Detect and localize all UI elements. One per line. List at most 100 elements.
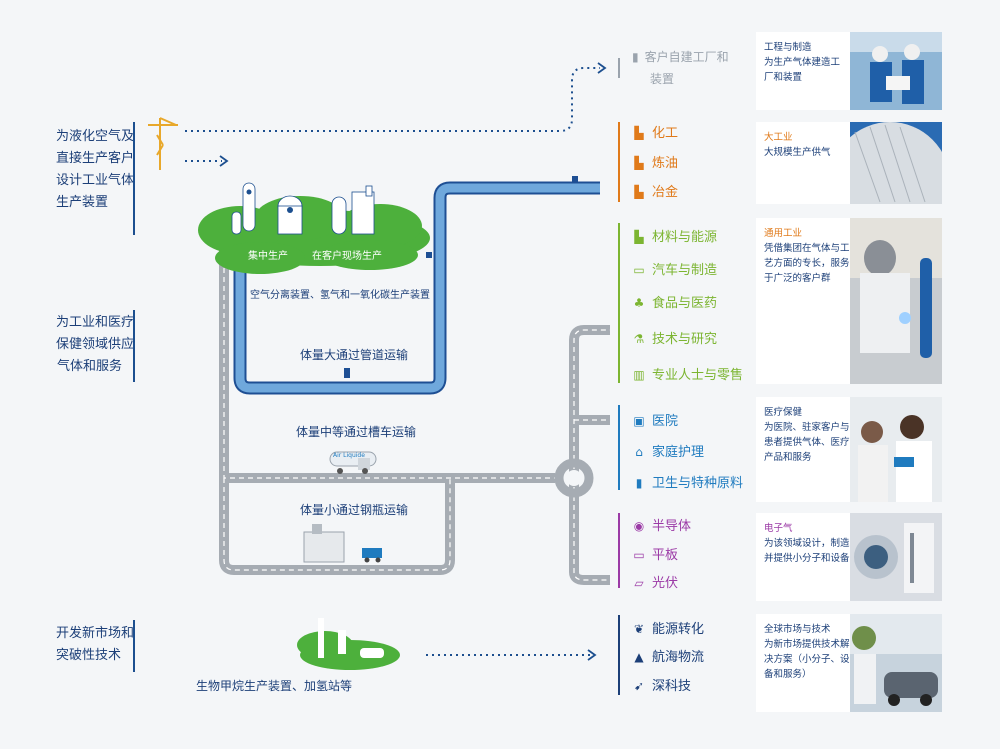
category-item: ▮ 卫生与特种原料: [632, 472, 743, 491]
category-label: 技术与研究: [652, 332, 718, 347]
card-line: 备和服务）: [764, 669, 812, 680]
card-line: 厂和装置: [764, 72, 803, 83]
biogas-label: 生物甲烷生产装置、加氢站等: [196, 679, 353, 693]
card-line: 为生产气体建造工: [764, 57, 841, 68]
rocket-icon: ➹: [633, 679, 645, 693]
bottle-icon: ▮: [635, 476, 643, 490]
category-item: ▣ 医院: [632, 410, 678, 429]
leaf-icon: ❦: [633, 622, 645, 636]
category-item: ⚗ 技术与研究: [632, 328, 717, 347]
category-label: 材料与能源: [652, 230, 718, 245]
left-line: 为液化空气及: [56, 129, 135, 144]
target-line: 客户自建工厂和: [644, 50, 729, 64]
refinery-icon: ▙: [634, 156, 644, 170]
welder-photo: [850, 218, 942, 384]
card-line: 于广泛的客户群: [764, 273, 831, 284]
card-title: 通用工业: [764, 228, 803, 239]
cylinder-depot-icon: [303, 524, 382, 563]
hospital-icon: ▣: [633, 414, 645, 428]
card-title: 全球市场与技术: [764, 624, 831, 635]
category-label: 医院: [652, 414, 679, 429]
pipeline-label: 体量大通过管道运输: [300, 348, 409, 362]
category-item: ▥专业人士与零售: [632, 364, 743, 383]
card-line: 决方案（小分子、设: [764, 654, 850, 665]
category-label: 光伏: [652, 576, 679, 591]
crane-icon: [148, 117, 178, 170]
category-label: 冶金: [652, 185, 679, 200]
group-separator-navy: [618, 615, 620, 695]
category-item: ▭ 汽车与制造: [632, 259, 717, 278]
category-label: 汽车与制造: [652, 263, 718, 278]
category-item: ⌂ 家庭护理: [632, 441, 704, 460]
group-separator-blue: [618, 405, 620, 490]
card-line: 为新市场提供技术解: [764, 639, 850, 650]
food-icon: ♣: [633, 296, 645, 310]
category-item: ♣ 食品与医药: [632, 292, 717, 311]
left-line: 直接生产客户: [56, 151, 135, 166]
category-item: ▙ 炼油: [632, 152, 678, 171]
target-separator: [618, 58, 620, 78]
category-label: 深科技: [652, 679, 692, 694]
category-item: ➹ 深科技: [632, 675, 691, 694]
category-label: 能源转化: [652, 622, 705, 637]
left-line: 设计工业气体: [56, 173, 135, 188]
left-section-design: 为液化空气及 直接生产客户 设计工业气体 生产装置: [56, 126, 134, 214]
station-photo: [850, 614, 942, 712]
category-item: ❦ 能源转化: [632, 618, 704, 637]
card-title: 工程与制造: [764, 42, 812, 53]
left-line: 开发新市场和: [56, 626, 135, 641]
card-line: 艺方面的专长，服务: [764, 258, 850, 269]
category-label: 食品与医药: [652, 296, 718, 311]
category-item: ◉ 半导体: [632, 515, 691, 534]
card-line: 为医院、驻家客户与: [764, 422, 850, 433]
tanker-truck-icon: [329, 451, 377, 474]
card-title: 医疗保健: [764, 407, 803, 418]
lab-photo: [850, 513, 942, 601]
category-label: 半导体: [652, 519, 692, 534]
category-item: ▙ 材料与能源: [632, 226, 717, 245]
cloud-label-central: 集中生产: [248, 251, 288, 262]
category-item: ▙ 化工: [632, 122, 678, 141]
card-line: 为该领域设计，制造: [764, 538, 850, 549]
car-icon: ▭: [633, 263, 645, 277]
category-label: 卫生与特种原料: [652, 476, 744, 491]
category-label: 化工: [652, 126, 679, 141]
solar-icon: ▱: [634, 576, 644, 590]
category-label: 专业人士与零售: [652, 368, 744, 383]
category-item: ▱ 光伏: [632, 572, 678, 591]
card-engineering: 工程与制造 为生产气体建造工 厂和装置: [756, 32, 942, 110]
group-separator-green: [618, 223, 620, 383]
left-section-new-markets: 开发新市场和 突破性技术: [56, 623, 134, 667]
home-icon: ⌂: [635, 445, 643, 459]
card-healthcare: 医疗保健 为医院、驻家客户与 患者提供气体、医疗 产品和服务: [756, 397, 942, 502]
category-label: 炼油: [652, 156, 679, 171]
left-section-supply: 为工业和医疗 保健领域供应 气体和服务: [56, 312, 134, 378]
biogas-cloud: [297, 618, 400, 670]
factory-icon: ▙: [634, 126, 644, 140]
metal-icon: ▙: [634, 185, 644, 199]
engineers-photo: [850, 32, 942, 110]
doctor-photo: [850, 397, 942, 502]
card-title: 大工业: [764, 132, 793, 143]
card-line: 大规模生产供气: [764, 147, 831, 158]
card-line: 产品和服务: [764, 452, 812, 463]
production-cloud: [198, 196, 430, 274]
card-line: 凭借集团在气体与工: [764, 243, 850, 254]
flask-icon: ⚗: [633, 332, 645, 346]
left-line: 生产装置: [56, 195, 109, 210]
category-label: 家庭护理: [652, 445, 705, 460]
cylinder-label: 体量小通过钢瓶运输: [300, 503, 409, 517]
chip-icon: ◉: [633, 519, 645, 533]
card-general-industry: 通用工业 凭借集团在气体与工 艺方面的专长，服务 于广泛的客户群: [756, 218, 942, 384]
customer-plants-target: ▮客户自建工厂和 装置: [632, 46, 729, 90]
category-item: ▙ 冶金: [632, 181, 678, 200]
card-electronics: 电子气 为该领域设计，制造 并提供小分子和设备: [756, 513, 942, 601]
group-separator-orange: [618, 122, 620, 202]
truck-brand: Air Liquide: [333, 452, 365, 459]
ship-icon: ▲: [634, 650, 644, 664]
card-line: 并提供小分子和设备: [764, 553, 850, 564]
cloud-caption: 空气分离装置、氢气和一氧化碳生产装置: [250, 290, 430, 301]
energy-icon: ▙: [634, 230, 644, 244]
card-global-markets: 全球市场与技术 为新市场提供技术解 决方案（小分子、设 备和服务）: [756, 614, 942, 712]
